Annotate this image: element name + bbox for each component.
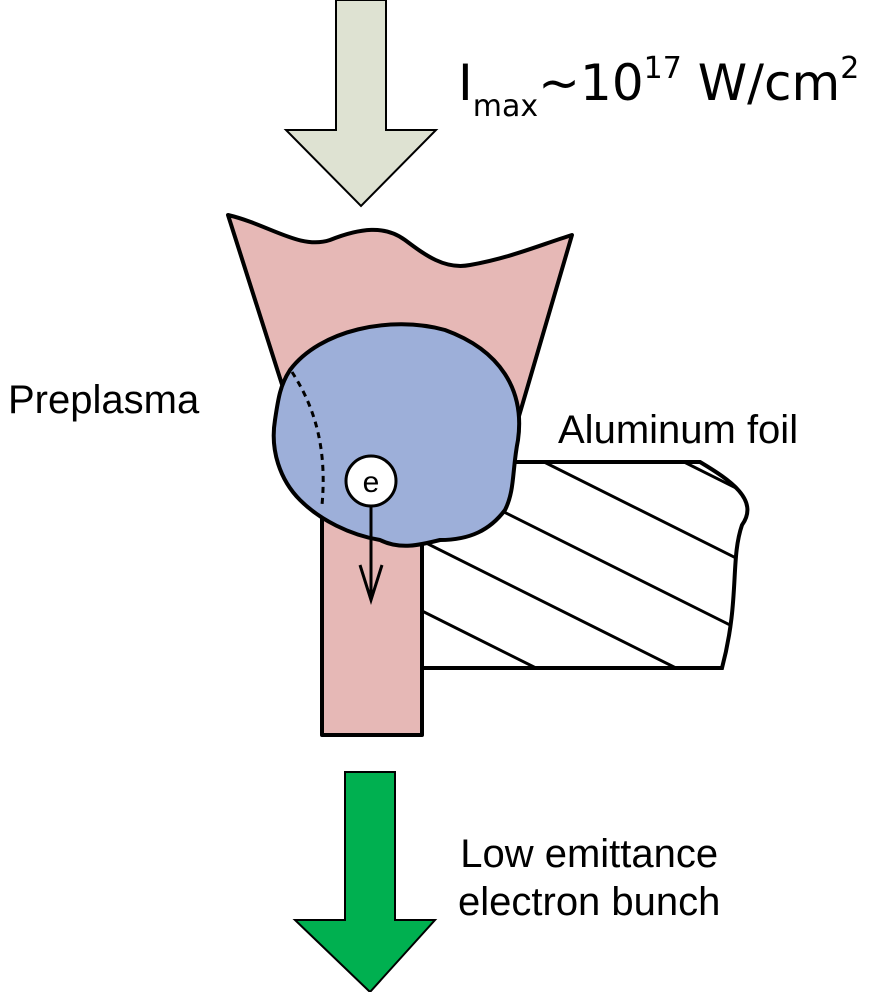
electron-bunch-line-2: electron bunch	[458, 880, 721, 924]
laser-arrow	[283, 0, 439, 208]
electron-marker: e	[344, 454, 398, 508]
electron-bunch-line-1: Low emittance	[460, 832, 719, 876]
intensity-label: Imax~1017 W/cm2	[458, 51, 860, 124]
electron-bunch-label: Low emittance electron bunch	[458, 830, 720, 926]
aluminum-foil-label: Aluminum foil	[558, 408, 799, 452]
electron-path-arrow	[358, 506, 384, 606]
preplasma-boundary	[290, 371, 325, 506]
preplasma-blob	[271, 322, 522, 548]
electron-label: e	[363, 466, 380, 499]
electron-bunch-arrow	[292, 771, 438, 992]
preplasma-label: Preplasma	[8, 378, 200, 422]
